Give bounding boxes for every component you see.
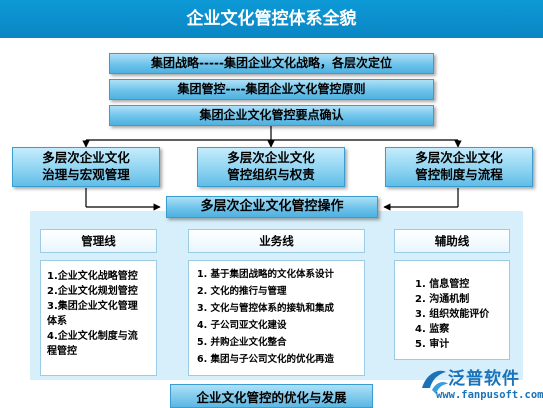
- box-system-process: 多层次企业文化 管控制度与流程: [385, 147, 533, 187]
- list-item: 3. 文化与管控体系的接轨和集成: [197, 303, 335, 314]
- list-item: 1. 基于集团战略的文化体系设计: [197, 269, 335, 280]
- title-bar: [0, 0, 543, 38]
- list-support: 1. 信息管控 2. 沟通机制 3. 组织效能评价 4. 监察 5. 审计: [394, 260, 510, 360]
- list-item: 1.企业文化战略管控: [47, 271, 138, 282]
- column-header-management: 管理线: [40, 229, 157, 253]
- bar-group-strategy: 集团战略-----集团企业文化战略，各层次定位: [109, 53, 434, 74]
- list-item: 6. 集团与子公司文化的优化再造: [197, 354, 335, 365]
- column-header-support: 辅助线: [394, 229, 510, 253]
- list-item: 4. 监察: [415, 324, 450, 335]
- box-organization: 多层次企业文化 管控组织与权责: [197, 147, 345, 187]
- tree-connector: [82, 126, 462, 148]
- bar-optimization: 企业文化管控的优化与发展: [170, 384, 373, 408]
- bar-operation: 多层次企业文化管控操作: [166, 196, 378, 218]
- list-item: 2. 沟通机制: [415, 294, 470, 305]
- bar-group-control: 集团管控----集团企业文化管控原则: [109, 79, 434, 100]
- list-item: 3.集团企业文化管理 体系: [47, 301, 138, 327]
- bar-key-points: 集团企业文化管控要点确认: [109, 105, 434, 126]
- list-item: 4.企业文化制度与流 程管控: [47, 331, 138, 357]
- column-header-business: 业务线: [188, 229, 365, 253]
- list-item: 1. 信息管控: [415, 279, 470, 290]
- list-item: 3. 组织效能评价: [415, 309, 490, 320]
- page-title: 企业文化管控体系全貌: [186, 9, 357, 29]
- list-item: 4. 子公司亚文化建设: [197, 320, 287, 331]
- list-item: 5. 并购企业文化整合: [197, 337, 287, 348]
- list-item: 2. 文化的推行与管理: [197, 286, 287, 297]
- list-business: 1. 基于集团战略的文化体系设计 2. 文化的推行与管理 3. 文化与管控体系的…: [188, 260, 365, 376]
- list-item: 5. 审计: [415, 339, 450, 350]
- operation-connector: [85, 188, 459, 211]
- logo-name: 泛普软件: [448, 369, 520, 389]
- fanpu-logo-icon: [422, 370, 448, 394]
- list-item: 2.企业文化规划管控: [47, 286, 138, 297]
- list-management: 1.企业文化战略管控 2.企业文化规划管控 3.集团企业文化管理 体系 4.企业…: [40, 260, 157, 376]
- box-governance: 多层次企业文化 治理与宏观管理: [12, 147, 160, 187]
- logo-url: www.fanpusoft.com: [436, 389, 543, 401]
